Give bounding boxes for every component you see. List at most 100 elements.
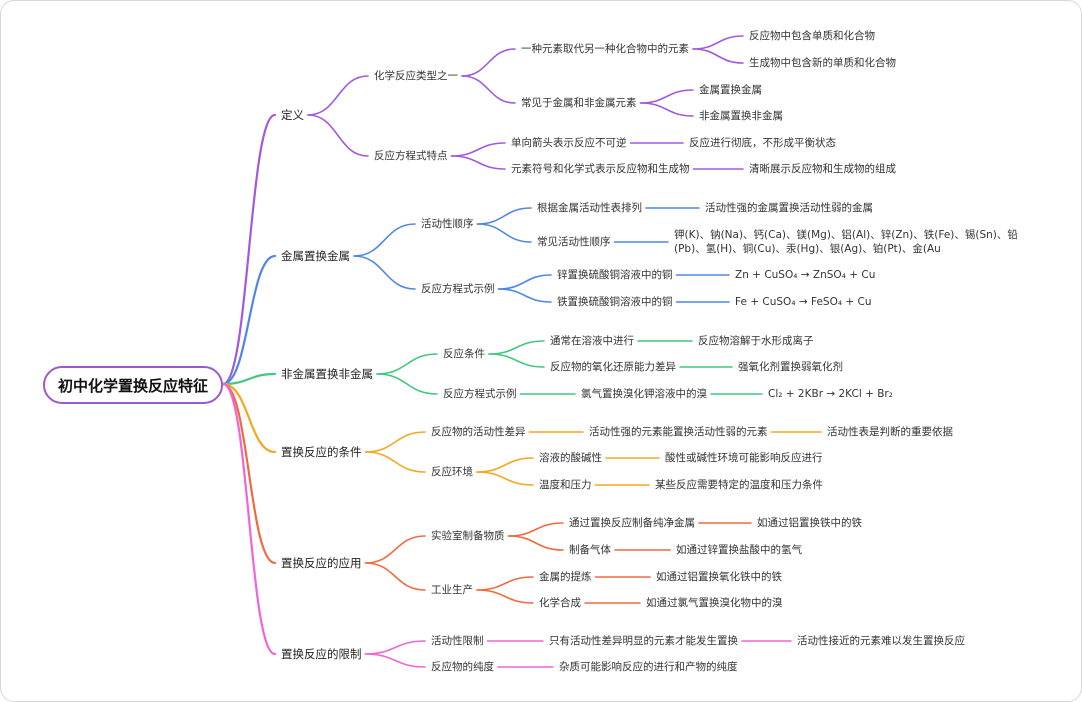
connector-level-3: [476, 589, 534, 604]
mindmap-node-level-4[interactable]: 金属置换金属: [699, 84, 762, 96]
mindmap-node-level-3[interactable]: 温度和压力: [539, 479, 592, 491]
connector-level-3: [450, 142, 506, 157]
mindmap-node-level-2[interactable]: 反应环境: [431, 466, 473, 478]
connector-level-4: [639, 102, 694, 117]
mindmap-node-level-2[interactable]: 反应方程式特点: [374, 150, 448, 162]
mindmap-node-level-4[interactable]: 清晰展示反应物和生成物的组成: [749, 163, 896, 175]
mindmap-node-level-3[interactable]: 单向箭头表示反应不可逆: [511, 137, 627, 149]
connector-level-2: [353, 223, 416, 257]
connector-level-2: [364, 653, 426, 668]
mindmap-node-level-3[interactable]: 反应物的氧化还原能力差异: [550, 361, 676, 373]
connector-level-1: [221, 382, 277, 656]
mindmap-node-level-3[interactable]: 金属的提炼: [539, 571, 592, 583]
mindmap-node-level-4[interactable]: 生成物中包含新的单质和化合物: [749, 57, 896, 69]
connector-level-3: [476, 223, 532, 243]
mindmap-node-level-3[interactable]: 常见活动性顺序: [537, 236, 611, 248]
mindmap-node-level-2[interactable]: 实验室制备物质: [431, 530, 505, 542]
connector-level-3: [507, 535, 564, 551]
connector-level-3: [497, 288, 552, 303]
root-node[interactable]: 初中化学置换反应特征: [43, 366, 223, 404]
mindmap-node-level-3[interactable]: 只有活动性差异明显的元素才能发生置换: [549, 635, 738, 647]
connector-level-1: [221, 372, 277, 386]
mindmap-node-level-4[interactable]: 反应进行彻底，不形成平衡状态: [689, 137, 836, 149]
mindmap-node-level-3[interactable]: 溶液的酸碱性: [539, 452, 602, 464]
connector-level-2: [364, 451, 426, 473]
connector-level-1: [221, 113, 277, 386]
mindmap-node-level-3[interactable]: 根据金属活动性表排列: [537, 202, 642, 214]
mindmap-node-level-2[interactable]: 化学反应类型之一: [374, 70, 458, 82]
mindmap-node-level-2[interactable]: 活动性顺序: [421, 218, 474, 230]
mindmap-node-level-3[interactable]: 一种元素取代另一种化合物中的元素: [521, 43, 689, 55]
connector-level-3: [476, 457, 534, 473]
mindmap-node-level-3[interactable]: 制备气体: [569, 544, 611, 556]
mindmap-node-level-4[interactable]: 反应物溶解于水形成离子: [698, 335, 814, 347]
mindmap-node-level-3[interactable]: 活动性强的元素能置换活动性弱的元素: [589, 426, 768, 438]
mindmap-node-level-4[interactable]: Fe + CuSO₄ → FeSO₄ + Cu: [735, 296, 872, 308]
mindmap-node-level-4[interactable]: 如通过锌置换盐酸中的氢气: [676, 544, 802, 556]
mindmap-node-level-3[interactable]: 化学合成: [539, 597, 581, 609]
mindmap-node-level-3[interactable]: 常见于金属和非金属元素: [521, 97, 637, 109]
connector-level-2: [376, 373, 438, 395]
mindmap-node-level-4[interactable]: 活动性强的金属置换活动性弱的金属: [705, 202, 873, 214]
connector-level-3: [476, 576, 534, 591]
connector-level-2: [307, 75, 369, 116]
mindmap-node-level-2[interactable]: 反应条件: [443, 348, 485, 360]
mindmap-node-level-3[interactable]: 通常在溶液中进行: [550, 335, 634, 347]
connector-level-2: [364, 535, 426, 564]
connector-level-2: [353, 255, 416, 290]
connector-level-4: [692, 48, 744, 64]
mindmap-node-level-4[interactable]: 酸性或碱性环境可能影响反应进行: [665, 452, 823, 464]
connector-level-2: [364, 431, 426, 453]
mindmap-node-level-2[interactable]: 反应方程式示例: [421, 283, 495, 295]
mindmap-node-level-4[interactable]: Zn + CuSO₄ → ZnSO₄ + Cu: [735, 269, 876, 281]
mindmap-node-level-4[interactable]: 如通过氯气置换溴化物中的溴: [646, 597, 783, 609]
mindmap-node-level-2[interactable]: 反应方程式示例: [443, 388, 517, 400]
mindmap-node-level-4[interactable]: Cl₂ + 2KBr → 2KCl + Br₂: [768, 388, 893, 400]
mindmap-node-level-1[interactable]: 金属置换金属: [281, 249, 350, 263]
mindmap-node-level-3[interactable]: 杂质可能影响反应的进行和产物的纯度: [559, 661, 738, 673]
mindmap-node-level-3[interactable]: 元素符号和化学式表示反应物和生成物: [511, 163, 690, 175]
connector-level-3: [461, 48, 516, 77]
mindmap-node-level-2[interactable]: 活动性限制: [431, 635, 484, 647]
connector-level-3: [507, 522, 564, 537]
connector-level-3: [461, 75, 516, 104]
connector-level-3: [488, 340, 545, 355]
connector-level-1: [221, 382, 277, 454]
mindmap-node-level-4[interactable]: 钾(K)、钠(Na)、钙(Ca)、镁(Mg)、铝(Al)、锌(Zn)、铁(Fe)…: [674, 229, 1018, 255]
mindmap-node-level-2[interactable]: 工业生产: [431, 584, 473, 596]
connector-level-1: [221, 382, 277, 565]
connector-level-1: [221, 254, 277, 386]
connector-level-3: [488, 353, 545, 368]
connector-level-3: [476, 471, 534, 486]
mindmap-node-level-4[interactable]: 如通过铝置换氧化铁中的铁: [656, 571, 782, 583]
connector-level-4: [692, 35, 744, 50]
mindmap-node-level-4[interactable]: 如通过铝置换铁中的铁: [757, 517, 862, 529]
connector-level-3: [450, 155, 506, 170]
connector-level-3: [497, 274, 552, 290]
mindmap-node-level-2[interactable]: 反应物的纯度: [431, 661, 494, 673]
connector-level-2: [376, 353, 438, 375]
mindmap-node-level-3[interactable]: 锌置换硫酸铜溶液中的铜: [557, 269, 673, 281]
mindmap-node-level-2[interactable]: 反应物的活动性差异: [431, 426, 526, 438]
mindmap-node-level-1[interactable]: 置换反应的应用: [281, 556, 362, 570]
mindmap-node-level-4[interactable]: 活动性表是判断的重要依据: [827, 426, 953, 438]
mindmap-node-level-4[interactable]: 强氧化剂置换弱氧化剂: [738, 361, 843, 373]
mindmap-node-level-3[interactable]: 氯气置换溴化钾溶液中的溴: [581, 388, 707, 400]
mindmap-node-level-1[interactable]: 非金属置换非金属: [281, 367, 373, 381]
connector-level-2: [307, 114, 369, 157]
connector-level-2: [364, 640, 426, 655]
mindmap-node-level-3[interactable]: 通过置换反应制备纯净金属: [569, 517, 695, 529]
mindmap-node-level-4[interactable]: 非金属置换非金属: [699, 110, 783, 122]
mindmap-node-level-4[interactable]: 某些反应需要特定的温度和压力条件: [655, 479, 823, 491]
mindmap-node-level-3[interactable]: 铁置换硫酸铜溶液中的铜: [557, 296, 673, 308]
connector-level-3: [476, 207, 532, 225]
mindmap-node-level-4[interactable]: 活动性接近的元素难以发生置换反应: [797, 635, 965, 647]
mindmap-node-level-4[interactable]: 反应物中包含单质和化合物: [749, 30, 875, 42]
mindmap-node-level-1[interactable]: 置换反应的限制: [281, 647, 362, 661]
mindmap-node-level-1[interactable]: 置换反应的条件: [281, 445, 362, 459]
mindmap-node-level-1[interactable]: 定义: [281, 108, 304, 122]
connector-level-4: [639, 89, 694, 104]
connector-level-2: [364, 562, 426, 591]
